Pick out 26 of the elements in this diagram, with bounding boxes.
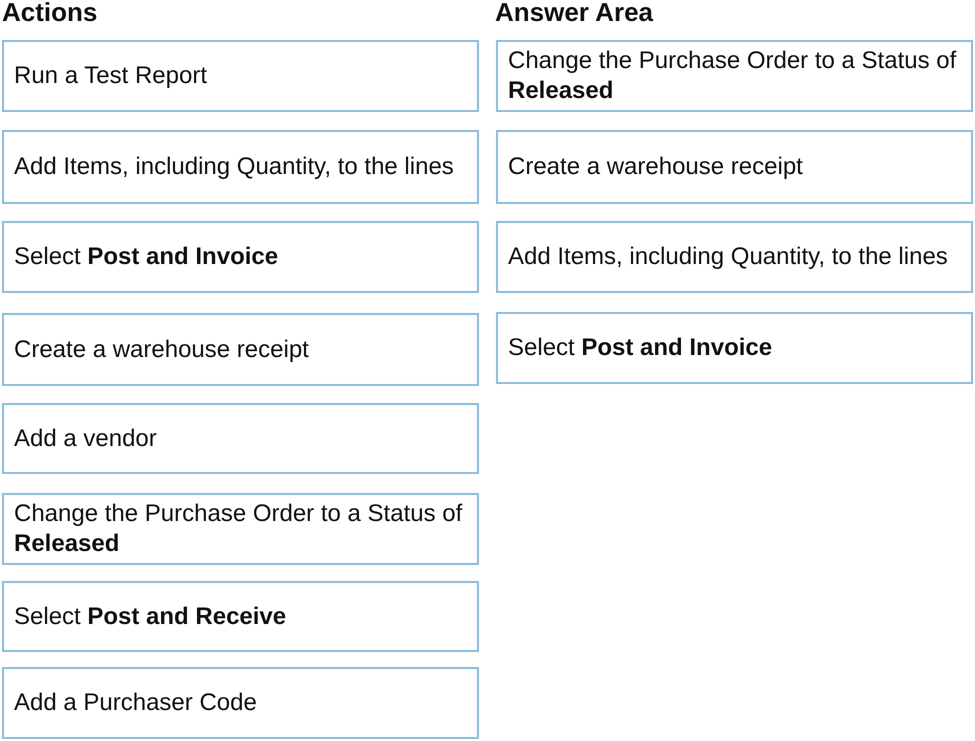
action-text: Change the Purchase Order to a Status of Released	[508, 46, 958, 106]
action-card	[2, 313, 479, 386]
action-text: Add a Purchaser Code	[14, 688, 257, 718]
answer-card	[496, 40, 973, 112]
action-card	[2, 403, 479, 474]
section-heading: Actions	[2, 0, 98, 28]
action-text: Select Post and Receive	[14, 602, 286, 632]
action-text: Create a warehouse receipt	[508, 152, 803, 182]
action-text: Change the Purchase Order to a Status of Released	[14, 499, 464, 559]
answer-card	[496, 221, 973, 293]
action-text: Add a vendor	[14, 424, 157, 454]
action-text: Add Items, including Quantity, to the lines	[14, 152, 454, 182]
action-card	[2, 221, 479, 293]
action-text: Select Post and Invoice	[508, 333, 772, 363]
answer-card	[496, 312, 973, 384]
action-text: Select Post and Invoice	[14, 242, 278, 272]
action-card	[2, 130, 479, 204]
section-heading: Answer Area	[495, 0, 653, 28]
action-card	[2, 40, 479, 112]
action-card	[2, 581, 479, 652]
answer-card	[496, 130, 973, 204]
action-card	[2, 667, 479, 739]
action-text: Create a warehouse receipt	[14, 334, 309, 364]
action-card	[2, 493, 479, 565]
action-text: Add Items, including Quantity, to the lines	[508, 242, 948, 272]
action-text: Run a Test Report	[14, 61, 207, 91]
